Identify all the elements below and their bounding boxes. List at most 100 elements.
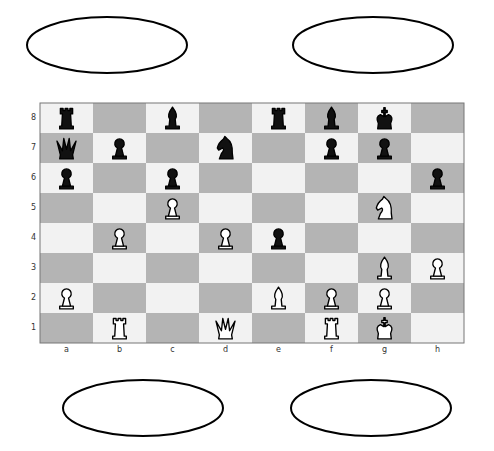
piece-part — [433, 169, 443, 186]
piece-part — [115, 139, 125, 156]
piece-part — [115, 229, 125, 246]
light-square — [358, 223, 411, 253]
dark-square — [411, 283, 464, 313]
dark-square — [40, 133, 93, 163]
dark-square — [93, 223, 146, 253]
dark-square — [252, 253, 305, 283]
white-pawn — [60, 289, 74, 309]
piece-part — [376, 196, 392, 218]
white-pawn — [378, 289, 392, 309]
black-pawn — [431, 169, 445, 189]
blank-oval — [63, 380, 223, 436]
file-label: g — [382, 346, 387, 354]
black-pawn — [325, 139, 339, 159]
light-square — [199, 313, 252, 343]
light-square — [252, 163, 305, 193]
dark-square — [199, 163, 252, 193]
board-frame — [40, 103, 464, 343]
light-square — [146, 283, 199, 313]
dark-square — [252, 193, 305, 223]
light-square — [199, 133, 252, 163]
file-label: b — [117, 346, 122, 354]
light-square — [305, 253, 358, 283]
piece-part — [377, 108, 392, 129]
piece-part — [113, 318, 127, 338]
piece-part — [380, 289, 390, 306]
white-rook — [325, 318, 339, 338]
light-square — [93, 193, 146, 223]
dark-square — [252, 133, 305, 163]
piece-part — [168, 199, 178, 216]
black-bishop — [325, 107, 339, 129]
black-pawn — [378, 139, 392, 159]
dark-square — [93, 163, 146, 193]
light-square — [40, 163, 93, 193]
light-square — [93, 313, 146, 343]
piece-part — [325, 318, 339, 338]
white-rook — [113, 318, 127, 338]
dark-square — [305, 163, 358, 193]
piece-part — [216, 318, 235, 338]
piece-part — [378, 257, 392, 279]
dark-square — [93, 283, 146, 313]
black-queen — [57, 138, 76, 158]
dark-square — [93, 103, 146, 133]
light-square — [40, 283, 93, 313]
rank-label: 3 — [31, 264, 36, 272]
black-pawn — [113, 139, 127, 159]
dark-square — [40, 313, 93, 343]
black-bishop — [166, 107, 180, 129]
dark-square — [40, 253, 93, 283]
black-pawn — [272, 229, 286, 249]
file-label: e — [276, 346, 281, 354]
dark-square — [146, 133, 199, 163]
light-square — [199, 193, 252, 223]
chess-pieces — [57, 107, 444, 339]
dark-square — [305, 103, 358, 133]
chess-board — [40, 103, 464, 343]
piece-part — [168, 169, 178, 186]
white-queen — [216, 318, 235, 338]
white-king — [377, 318, 392, 339]
piece-part — [274, 229, 284, 246]
light-square — [411, 313, 464, 343]
dark-square — [411, 163, 464, 193]
black-pawn — [60, 169, 74, 189]
black-king — [377, 108, 392, 129]
light-square — [146, 223, 199, 253]
dark-square — [358, 193, 411, 223]
piece-part — [377, 318, 392, 339]
dark-square — [358, 253, 411, 283]
white-pawn — [431, 259, 445, 279]
light-square — [305, 193, 358, 223]
piece-part — [62, 169, 72, 186]
dark-square — [305, 223, 358, 253]
light-square — [411, 253, 464, 283]
piece-part — [327, 289, 337, 306]
piece-part — [272, 108, 286, 128]
rank-label: 2 — [31, 294, 36, 302]
piece-part — [60, 108, 74, 128]
file-label: d — [223, 346, 228, 354]
file-label: h — [435, 346, 440, 354]
piece-part — [327, 139, 337, 156]
light-square — [411, 193, 464, 223]
blank-oval — [293, 17, 453, 73]
rank-label: 6 — [31, 174, 36, 182]
rank-label: 1 — [31, 324, 36, 332]
white-pawn — [166, 199, 180, 219]
light-square — [411, 133, 464, 163]
piece-part — [272, 287, 286, 309]
dark-square — [146, 193, 199, 223]
white-bishop — [272, 287, 286, 309]
black-rook — [60, 108, 74, 128]
light-square — [358, 163, 411, 193]
file-label: a — [64, 346, 69, 354]
piece-part — [325, 107, 339, 129]
light-square — [146, 163, 199, 193]
white-knight — [376, 196, 392, 218]
blank-oval — [291, 380, 451, 436]
piece-part — [62, 289, 72, 306]
piece-part — [217, 136, 233, 158]
